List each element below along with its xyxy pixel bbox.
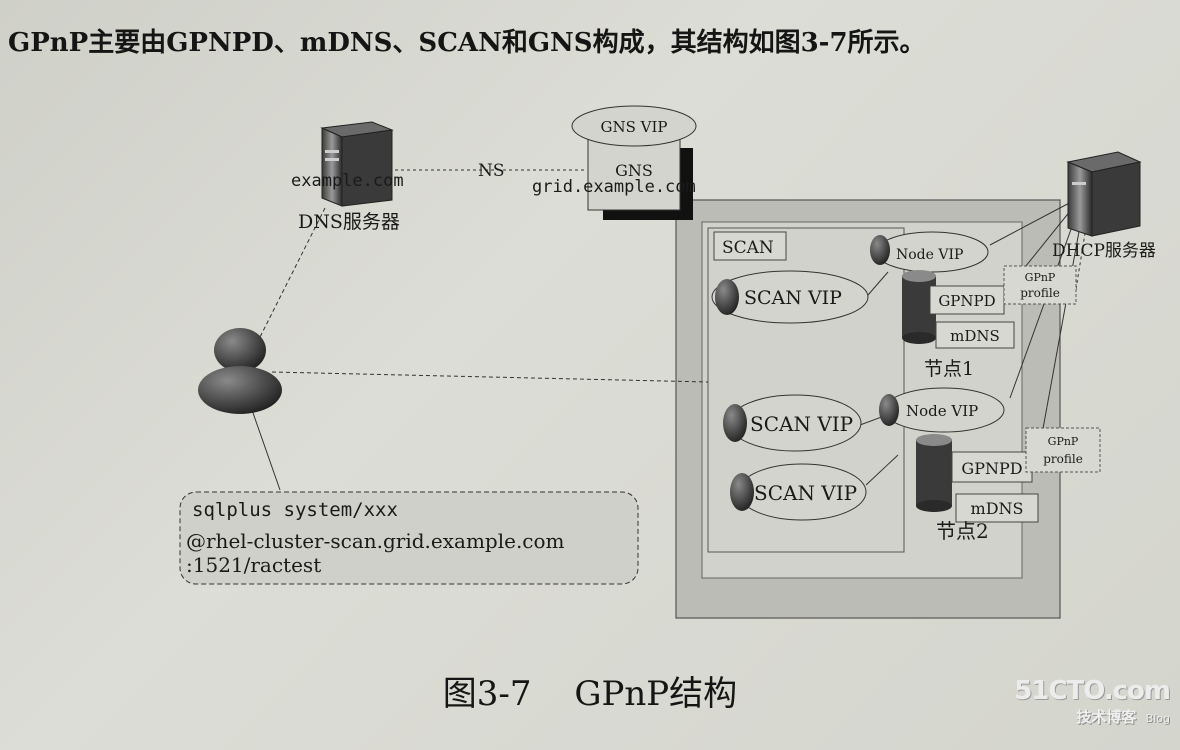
watermark-sub-text: 技术博客	[1076, 708, 1137, 726]
figure-caption: 图3-7 GPnP结构	[0, 666, 1180, 715]
node1-vip-icon	[870, 235, 890, 265]
node1-profile-line1: GPnP	[1025, 271, 1056, 284]
scan-vip-1	[711, 270, 869, 324]
node2-gpnpd-box	[951, 451, 1033, 483]
node2-mdns-box	[955, 493, 1039, 523]
dns-host-text: example.com	[291, 171, 404, 191]
client-command-line3: :1521/ractest	[186, 553, 321, 577]
node2-name: 节点2	[936, 519, 989, 543]
client-user-icon	[198, 328, 282, 414]
ns-link-label: NS	[478, 161, 505, 181]
client-command-box	[179, 491, 639, 585]
scan-inner-box	[707, 227, 905, 553]
node1-gpnpd-label: GPNPD	[938, 292, 995, 310]
node2-vip-label: Node VIP	[906, 402, 978, 420]
node1-profile-line2: profile	[1020, 286, 1060, 300]
watermark-blog-text: Blog	[1145, 712, 1170, 725]
node1-name: 节点1	[924, 358, 974, 380]
watermark: 51CTO.com 技术博客 Blog	[1000, 676, 1171, 727]
node1-mdns-box	[935, 321, 1015, 349]
client-command-line1: sqlplus system/xxx	[192, 499, 398, 521]
dhcp-line-1	[989, 199, 1076, 246]
node2-vip-icon	[879, 394, 899, 426]
scan-vip-3-icon	[730, 473, 754, 511]
node1-profile-box	[1003, 265, 1077, 305]
node2-profile-box	[1025, 427, 1101, 473]
node2-gpnpd-label: GPNPD	[961, 459, 1022, 478]
node2-mdns-label: mDNS	[971, 499, 1024, 518]
dns-server-label: DNS服务器	[298, 211, 400, 233]
gns-host-text: grid.example.com	[532, 177, 696, 197]
node2-database-icon	[916, 434, 952, 512]
intro-paragraph: GPnP主要由GPNPD、mDNS、SCAN和GNS构成，其结构如图3-7所示。	[8, 28, 926, 58]
dns-client-line	[255, 207, 326, 346]
scan-label-box	[713, 231, 787, 261]
figure-number: 图3-7	[442, 674, 532, 714]
gns-label: GNS	[615, 161, 653, 180]
watermark-sub: 技术博客 Blog	[1000, 706, 1170, 727]
scan-vip-2-label: SCAN VIP	[750, 412, 853, 436]
scan-vip-3-label: SCAN VIP	[754, 481, 857, 505]
client-command-line2: @rhel-cluster-scan.grid.example.com	[186, 529, 565, 553]
client-command-line	[251, 409, 281, 491]
dhcp-server-icon	[1066, 151, 1142, 237]
dhcp-line-4	[1039, 214, 1083, 446]
client-cluster-line	[271, 371, 709, 383]
scan-vip-1-icon	[715, 279, 739, 315]
node1-scan-line	[867, 271, 889, 296]
node2-profile-line1: GPnP	[1048, 435, 1079, 448]
node1-vip-label: Node VIP	[896, 247, 963, 263]
gns-server-icon	[587, 137, 693, 220]
figure-title: GPnP结构	[574, 674, 738, 714]
watermark-logo: 51CTO.com	[1014, 676, 1171, 706]
gns-vip-label: GNS VIP	[600, 118, 667, 136]
scan-vip-1-label: SCAN VIP	[744, 287, 842, 309]
gns-vip-ellipse	[571, 105, 697, 147]
dns-server-icon	[320, 121, 394, 207]
node1-gpnpd-box	[929, 285, 1005, 315]
scan-vip-2-icon	[723, 404, 747, 442]
dhcp-label: DHCP服务器	[1052, 241, 1156, 261]
node2-profile-line2: profile	[1043, 452, 1083, 466]
scan-box-label: SCAN	[722, 238, 774, 258]
node1-mdns-label: mDNS	[950, 327, 1000, 345]
node2-scan-line-b	[865, 454, 899, 486]
